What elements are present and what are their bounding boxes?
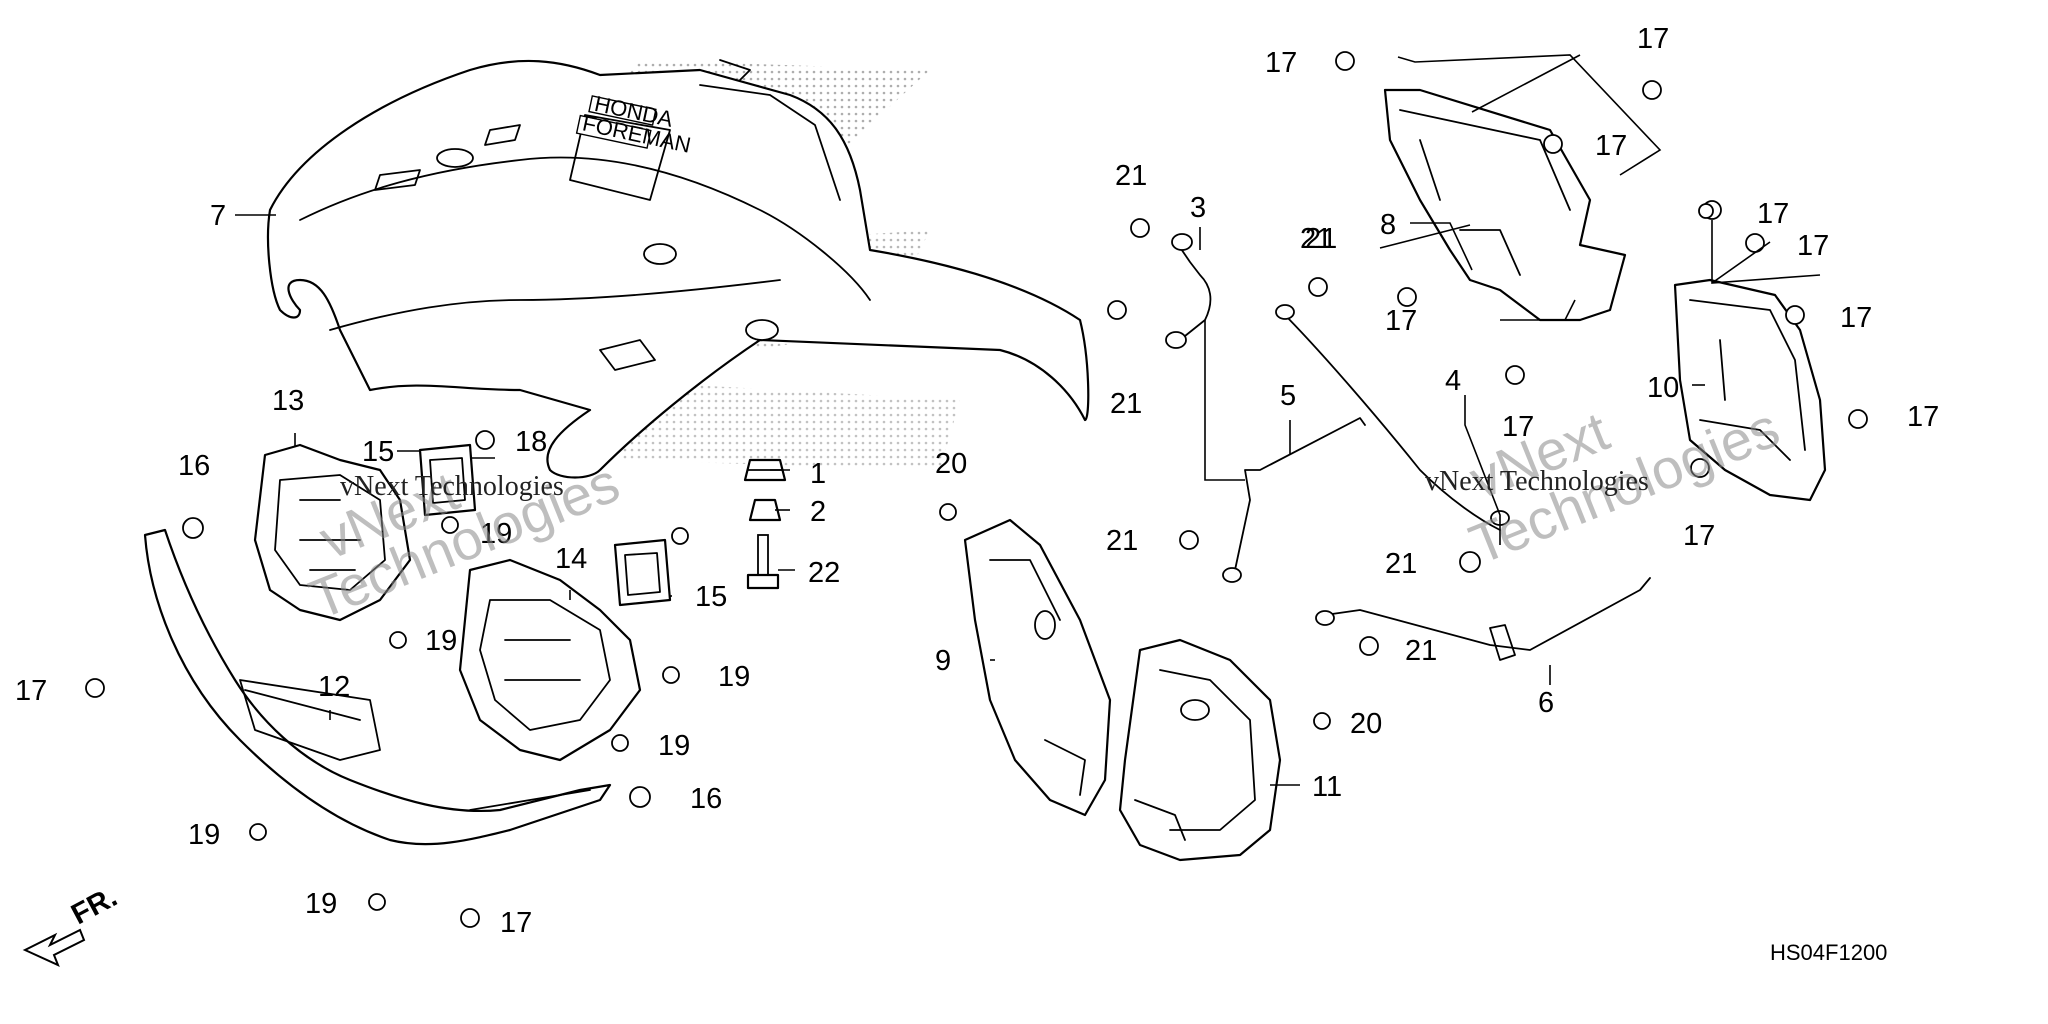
callout-13: 13 bbox=[272, 385, 304, 417]
clips-17[interactable] bbox=[85, 51, 1868, 928]
callout-19d: 19 bbox=[658, 730, 690, 762]
callout-17a: 17 bbox=[15, 675, 47, 707]
callout-19a: 19 bbox=[480, 518, 512, 550]
svg-text:vNext Technologies: vNext Technologies bbox=[340, 471, 564, 502]
bracket-part-13[interactable] bbox=[253, 443, 412, 622]
callout-16a: 16 bbox=[178, 450, 210, 482]
fender-emblem: HONDA FOREMAN bbox=[575, 91, 693, 158]
callout-12: 12 bbox=[318, 671, 350, 703]
callout-6: 6 bbox=[1538, 687, 1554, 719]
callout-2: 2 bbox=[810, 496, 826, 528]
callout-11: 11 bbox=[1312, 771, 1342, 803]
inner-panel-part-11[interactable] bbox=[1118, 638, 1282, 862]
rod-part-4[interactable] bbox=[1275, 304, 1510, 531]
nut-18[interactable] bbox=[475, 430, 495, 450]
callout-7: 7 bbox=[210, 200, 226, 232]
callout-3: 3 bbox=[1190, 192, 1206, 224]
callout-16b: 16 bbox=[690, 783, 722, 815]
front-guard-part-12[interactable] bbox=[143, 528, 612, 846]
callout-20a: 20 bbox=[935, 448, 967, 480]
collar-part-2[interactable] bbox=[748, 498, 782, 522]
bolts-16[interactable] bbox=[182, 517, 651, 808]
svg-text:FR.: FR. bbox=[66, 881, 122, 931]
callout-22: 22 bbox=[808, 557, 840, 589]
callout-17j: 17 bbox=[1840, 302, 1872, 334]
callout-21a: 21 bbox=[1115, 160, 1147, 192]
bolt-part-22[interactable] bbox=[746, 534, 780, 590]
callout-21e: 21 bbox=[1305, 223, 1337, 255]
callout-18: 18 bbox=[515, 426, 547, 458]
callout-10: 10 bbox=[1647, 372, 1679, 404]
callout-1: 1 bbox=[810, 458, 826, 490]
callout-19c: 19 bbox=[718, 661, 750, 693]
callout-15b: 15 bbox=[695, 581, 727, 613]
callout-19b: 19 bbox=[425, 625, 457, 657]
front-fender-part-7[interactable] bbox=[266, 59, 1090, 479]
callout-21f: 21 bbox=[1385, 548, 1417, 580]
mudguard-part-10[interactable] bbox=[1673, 278, 1827, 502]
callout-9: 9 bbox=[935, 645, 951, 677]
boot-part-15-lower[interactable] bbox=[613, 538, 672, 607]
boot-part-15-upper[interactable] bbox=[418, 443, 477, 517]
callout-17b: 17 bbox=[500, 907, 532, 939]
callout-21c: 21 bbox=[1110, 388, 1142, 420]
callout-17d: 17 bbox=[1637, 23, 1669, 55]
callout-17c: 17 bbox=[1265, 47, 1297, 79]
callout-4: 4 bbox=[1445, 365, 1461, 397]
callout-17l: 17 bbox=[1683, 520, 1715, 552]
callout-17f: 17 bbox=[1385, 305, 1417, 337]
callout-15a: 15 bbox=[362, 436, 394, 468]
callout-17i: 17 bbox=[1797, 230, 1829, 262]
callout-21d: 21 bbox=[1106, 525, 1138, 557]
callout-20b: 20 bbox=[1350, 708, 1382, 740]
callout-17k: 17 bbox=[1907, 401, 1939, 433]
callouts: 7 13 15 18 16 19 14 15 19 19 12 17 19 16… bbox=[15, 23, 1939, 939]
screws-20[interactable] bbox=[939, 503, 1331, 730]
callout-21b: 21 bbox=[1300, 223, 1332, 255]
callout-8: 8 bbox=[1380, 209, 1396, 241]
reference-code: HS04F1200 bbox=[1770, 940, 1887, 965]
bracket-part-14[interactable] bbox=[458, 558, 642, 762]
screws-19[interactable] bbox=[249, 516, 689, 911]
callout-5: 5 bbox=[1280, 380, 1296, 412]
callout-19e: 19 bbox=[188, 819, 220, 851]
bolts-21[interactable] bbox=[1107, 218, 1481, 656]
callout-19f: 19 bbox=[305, 888, 337, 920]
callout-17e: 17 bbox=[1595, 130, 1627, 162]
callout-14: 14 bbox=[555, 543, 587, 575]
rod-part-6[interactable] bbox=[1315, 577, 1651, 661]
svg-text:vNext Technologies: vNext Technologies bbox=[1425, 466, 1649, 497]
mudguard-part-8[interactable] bbox=[1383, 88, 1627, 322]
leader-lines bbox=[235, 54, 1821, 786]
callout-17g: 17 bbox=[1502, 411, 1534, 443]
callout-21g: 21 bbox=[1405, 635, 1437, 667]
front-direction-arrow: FR. bbox=[22, 881, 123, 967]
rod-part-5[interactable] bbox=[1222, 417, 1366, 583]
rod-part-3[interactable] bbox=[1165, 233, 1212, 349]
side-panel-part-9[interactable] bbox=[963, 518, 1112, 817]
callout-17h: 17 bbox=[1757, 198, 1789, 230]
